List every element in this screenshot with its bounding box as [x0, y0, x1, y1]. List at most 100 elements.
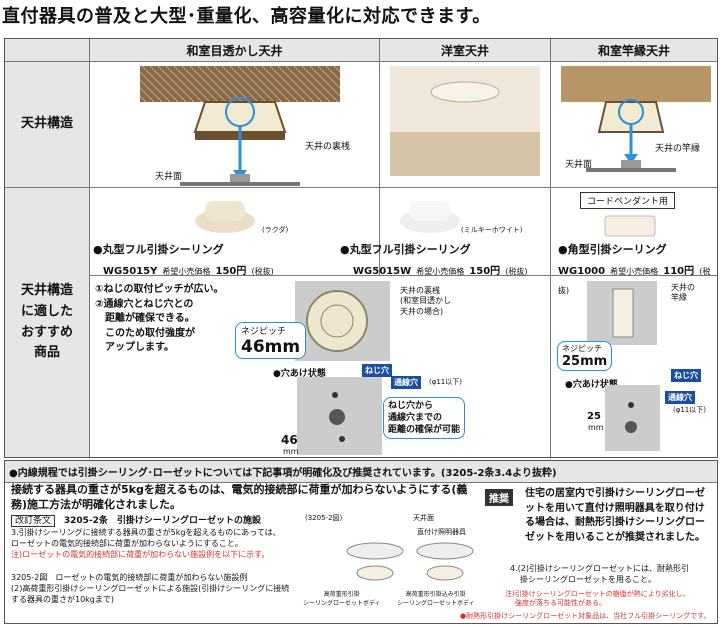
- pitch-box-2: ネジピッチ 25mm: [557, 341, 613, 371]
- label-urasan-note: 天井の裏桟 (和室目透かし 天井の場合): [400, 286, 452, 316]
- product3-price: 110円: [663, 266, 695, 277]
- legal-main-text: 接続する器具の重さが5kgを超えるものは、電気的接続部に荷重が加わらないようにす…: [11, 483, 468, 511]
- divider: [5, 61, 717, 62]
- product2-code: WG5015W: [353, 266, 412, 277]
- clause4a: 4.(2)引掛けシーリングローゼットには、耐熱形引: [510, 564, 689, 573]
- yoshitsu-illustration: [390, 66, 540, 176]
- label-tenjo-saobuchi: 天井の竿縁: [655, 144, 701, 154]
- fig-illustration: [346, 542, 474, 581]
- clause3: 3.引掛けシーリングに接続する器具の重さが5kgを超えるものにあっては、 ローゼ…: [11, 528, 295, 560]
- clause4: 4.(2)引掛けシーリングローゼットには、耐熱形引 掛シーリングローゼットを用る…: [510, 564, 689, 586]
- round-ceiling-diagram: [295, 281, 390, 361]
- pitch-label: ネジピッチ: [241, 327, 287, 337]
- product-image-wg5015w: [400, 201, 460, 233]
- feature-2b: 距離が確保できる。: [105, 313, 195, 324]
- comparison-table: 和室目透かし天井 洋室天井 和室竿縁天井 天井構造 天井構造に適したおすすめ商品…: [4, 38, 718, 458]
- product2-price-line: WG5015W 希望小売価格 150円 (税抜): [353, 259, 528, 278]
- tag-tsusen-ana: 通線穴: [391, 376, 421, 389]
- note-red: 注)引掛けシーリングローゼットの樹脂が熱により劣化し、 強度が落ちる可能性がある…: [505, 590, 690, 609]
- ana-ake-label: ●穴あけ状態: [273, 369, 326, 379]
- suisho-badge: 推奨: [485, 489, 513, 506]
- tag-tsusen-ana-2: 通線穴: [665, 391, 695, 404]
- wa-sukashi-illustration: [140, 66, 340, 186]
- product2-price: 150円: [469, 266, 501, 277]
- product3-code: WG1000: [558, 266, 606, 277]
- clause2: 3205-2図 ローゼットの電気的接続部に荷重が加わらない施設例 (2)高荷重形…: [11, 573, 295, 605]
- phi11-label: (φ11以下): [429, 378, 462, 386]
- product1-price-label: 希望小売価格: [162, 267, 211, 276]
- clause2a: 3205-2図 ローゼットの電気的接続部に荷重が加わらない施設例: [11, 573, 248, 582]
- product1-code: WG5015Y: [103, 266, 158, 277]
- divider: [550, 39, 551, 457]
- col-header-wa-sukashi: 和室目透かし天井: [90, 39, 379, 61]
- divider: [89, 275, 717, 276]
- clause3c: 注)ローゼットの電気的接続部に荷重が加わらない施設例を以下に示す。: [11, 549, 270, 559]
- product1-tax: (税抜): [251, 267, 274, 276]
- fig-jika: 直付け照明器具: [417, 528, 466, 536]
- feature-2c: このため取付強度が: [105, 327, 195, 339]
- clause3a: 3.引掛けシーリングに接続する器具の重さが5kgを超えるものにあっては、: [11, 528, 281, 537]
- legal-section: ●内線規程では引掛シーリング･ローゼットについては下記事項が明確化及び推奨されて…: [4, 460, 718, 624]
- clause4b: 掛シーリングローゼットを用ること。: [520, 574, 656, 584]
- product-image-wg5015y: [195, 201, 255, 233]
- legal-header: ●内線規程では引掛シーリング･ローゼットについては下記事項が明確化及び推奨されて…: [5, 461, 717, 483]
- divider: [379, 39, 380, 275]
- header-blank: [5, 39, 89, 61]
- fig-label: (3205-2図): [305, 514, 343, 522]
- hole-diagram: [297, 377, 382, 455]
- note-red-2: 強度が落ちる可能性がある。: [515, 599, 606, 608]
- col-header-wa-saobuchi: 和室竿縁天井: [551, 39, 717, 61]
- clause2b: (2)高荷重形引掛けシーリングローゼットによる施設(引掛けシーリングに接続: [11, 583, 290, 593]
- pendant-label: コードペンダント用: [580, 192, 676, 209]
- divider: [89, 39, 90, 457]
- label-saobuchi-note: 天井の 竿縁: [671, 283, 695, 303]
- kaitei-title: 3205-2条 引掛けシーリングローゼットの施設: [63, 516, 261, 526]
- note-red-1: 注)引掛けシーリングローゼットの樹脂が熱により劣化し、: [505, 590, 690, 598]
- divider: [5, 187, 717, 188]
- label-tenjo-men2: 天井面: [565, 160, 593, 170]
- neji-note: ねじ穴から 通線穴までの 距離の確保が可能: [383, 397, 466, 440]
- tag-neji-ana-2: ねじ穴: [671, 369, 701, 382]
- feature-2a: ②通線穴とねじ穴との: [95, 298, 194, 310]
- product2-price-label: 希望小売価格: [416, 267, 465, 276]
- fig-right: 高荷重形引掛込み引掛 シーリングローゼットボディ: [397, 591, 475, 607]
- product3-price-line: WG1000 希望小売価格 110円 (税抜): [558, 259, 717, 297]
- pitch-25: 25mm: [562, 354, 608, 369]
- page-title: 直付器具の普及と大型･重量化、高容量化に対応できます。: [2, 6, 491, 27]
- product2-name: ●丸型フル引掛シーリング: [340, 243, 471, 256]
- clause2c: する器具の重さが10kgまで): [11, 594, 115, 604]
- hole-diagram-2: [605, 385, 660, 451]
- pitch-46: 46mm: [241, 337, 301, 357]
- fig-left: 高荷重形引掛 シーリングローゼットボディ: [303, 591, 381, 607]
- product2-color: (ミルキーホワイト): [461, 226, 523, 234]
- kaitei-badge: 改訂条文: [11, 515, 56, 527]
- product1-price: 150円: [215, 266, 247, 277]
- product3-name: ●角型引掛シーリング: [558, 243, 667, 256]
- feature-list: ①ねじの取付ピッチが広い。 ②通線穴とねじ穴との 距離が確保できる。 このため取…: [95, 283, 223, 356]
- phi11-label-2: (φ11以下): [673, 406, 706, 414]
- fig-tenjo: 天井面: [413, 514, 434, 522]
- col-header-yoshitsu: 洋室天井: [380, 39, 550, 61]
- feature-1: ①ねじの取付ピッチが広い。: [95, 284, 224, 295]
- product1-name: ●丸型フル引掛シーリング: [93, 243, 224, 256]
- product1-color: (ラクダ): [262, 226, 289, 234]
- product3-price-label: 希望小売価格: [610, 267, 659, 276]
- feature-2d: アップします。: [105, 342, 174, 353]
- label-tenjo-men: 天井面: [155, 172, 183, 182]
- kaitei-line: 改訂条文 3205-2条 引掛けシーリングローゼットの施設: [11, 513, 261, 527]
- product3-tax: (税抜): [558, 267, 711, 295]
- pitch-box: ネジピッチ 46mm: [235, 322, 307, 359]
- product1-price-line: WG5015Y 希望小売価格 150円 (税抜): [103, 259, 274, 278]
- dim-46: 46: [281, 433, 298, 447]
- product-image-wg1000: [604, 215, 656, 237]
- row-label-recommended: 天井構造に適したおすすめ商品: [5, 188, 89, 457]
- suisho-text: 住宅の居室内で引掛けシーリングローゼットを用いて直付け照明器具を取り付ける場合は…: [525, 488, 705, 543]
- wa-saobuchi-illustration: [561, 66, 711, 172]
- dim-mm-2: mm: [588, 423, 604, 432]
- label-tenjo-urasan: 天井の裏桟: [305, 142, 351, 152]
- dim-25: 25: [587, 411, 601, 422]
- ana-ake-label-2: ●穴あけ状態: [565, 380, 618, 390]
- pitch-label-2: ネジピッチ: [562, 344, 602, 353]
- dim-mm: mm: [283, 447, 299, 456]
- square-ceiling-diagram: [587, 281, 657, 345]
